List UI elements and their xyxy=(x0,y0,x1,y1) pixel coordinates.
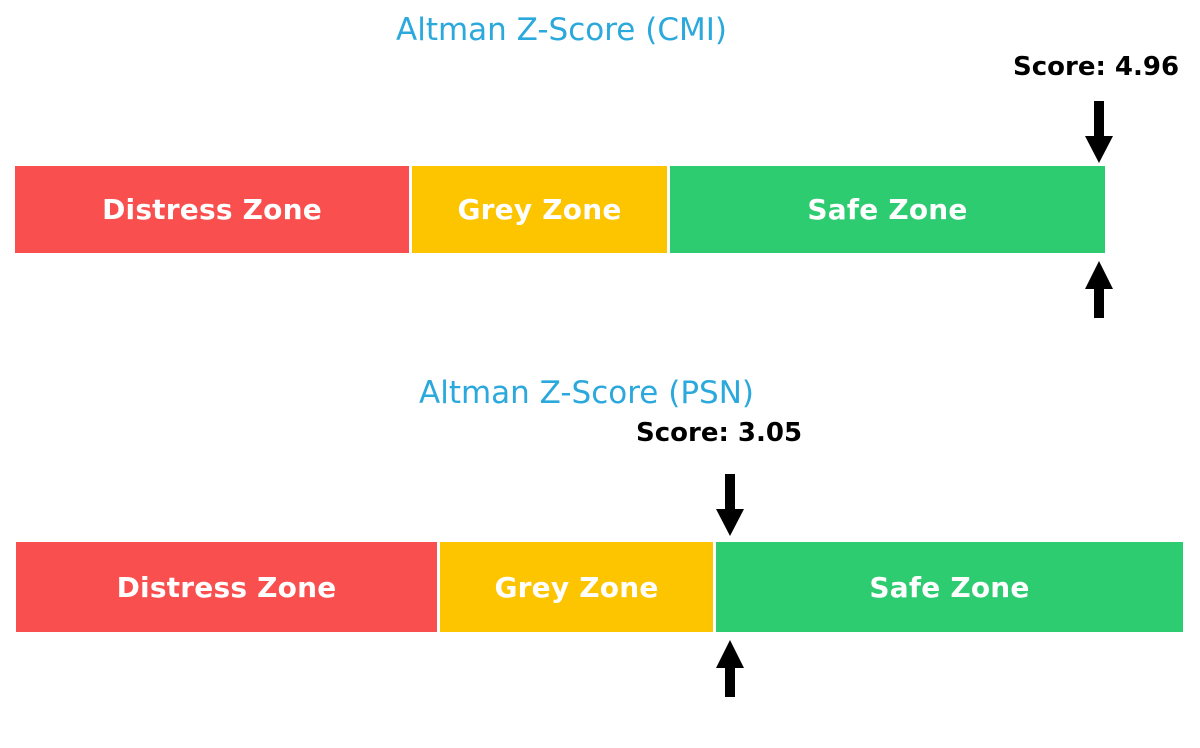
zone-label-grey-psn: Grey Zone xyxy=(494,570,659,604)
zone-segment-safe-cmi: Safe Zone xyxy=(670,166,1105,253)
score-label-cmi: Score: 4.96 xyxy=(1013,52,1180,82)
score-marker-arrow-down-psn xyxy=(715,474,745,538)
zone-segment-grey-psn: Grey Zone xyxy=(440,542,713,632)
score-marker-arrow-down-cmi xyxy=(1084,101,1114,165)
arrow-down-icon xyxy=(1085,101,1113,163)
zone-label-distress-cmi: Distress Zone xyxy=(102,193,322,226)
zone-label-grey-cmi: Grey Zone xyxy=(457,193,622,226)
zone-bar-psn: Distress Zone Grey Zone Safe Zone xyxy=(16,542,1183,632)
chart-title-cmi: Altman Z-Score (CMI) xyxy=(396,12,727,48)
zone-bar-cmi: Distress Zone Grey Zone Safe Zone xyxy=(15,166,1105,253)
chart-title-psn: Altman Z-Score (PSN) xyxy=(419,375,754,411)
zone-segment-safe-psn: Safe Zone xyxy=(716,542,1183,632)
arrow-up-icon xyxy=(716,640,744,697)
arrow-up-icon xyxy=(1085,261,1113,318)
arrow-down-icon xyxy=(716,474,744,536)
zone-segment-distress-psn: Distress Zone xyxy=(16,542,437,632)
score-marker-arrow-up-psn xyxy=(715,640,745,698)
zone-segment-grey-cmi: Grey Zone xyxy=(412,166,667,253)
zone-label-distress-psn: Distress Zone xyxy=(116,570,337,604)
zone-label-safe-cmi: Safe Zone xyxy=(807,193,968,226)
score-marker-arrow-up-cmi xyxy=(1084,261,1114,319)
zone-label-safe-psn: Safe Zone xyxy=(869,570,1030,604)
zone-segment-distress-cmi: Distress Zone xyxy=(15,166,409,253)
score-label-psn: Score: 3.05 xyxy=(636,418,803,448)
